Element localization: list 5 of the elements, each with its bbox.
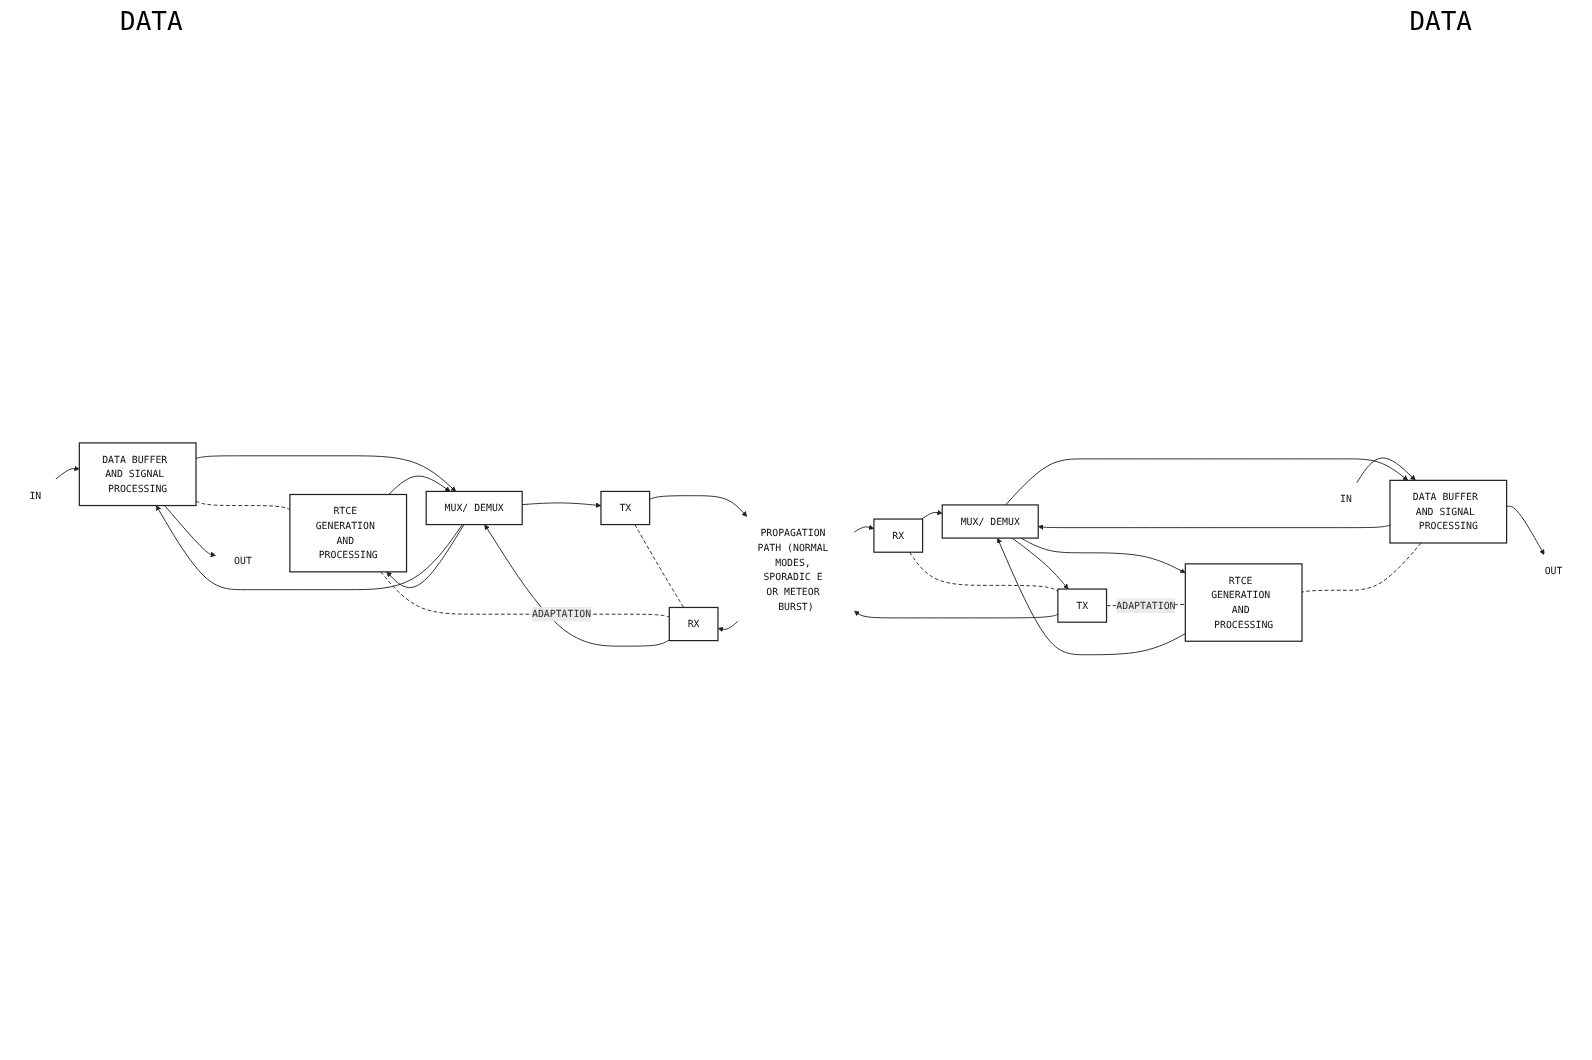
connector	[195, 499, 291, 510]
connector	[634, 523, 685, 608]
heading-label: DATA	[1409, 8, 1472, 42]
heading-label: DATA	[120, 8, 183, 42]
connector	[1301, 541, 1422, 592]
